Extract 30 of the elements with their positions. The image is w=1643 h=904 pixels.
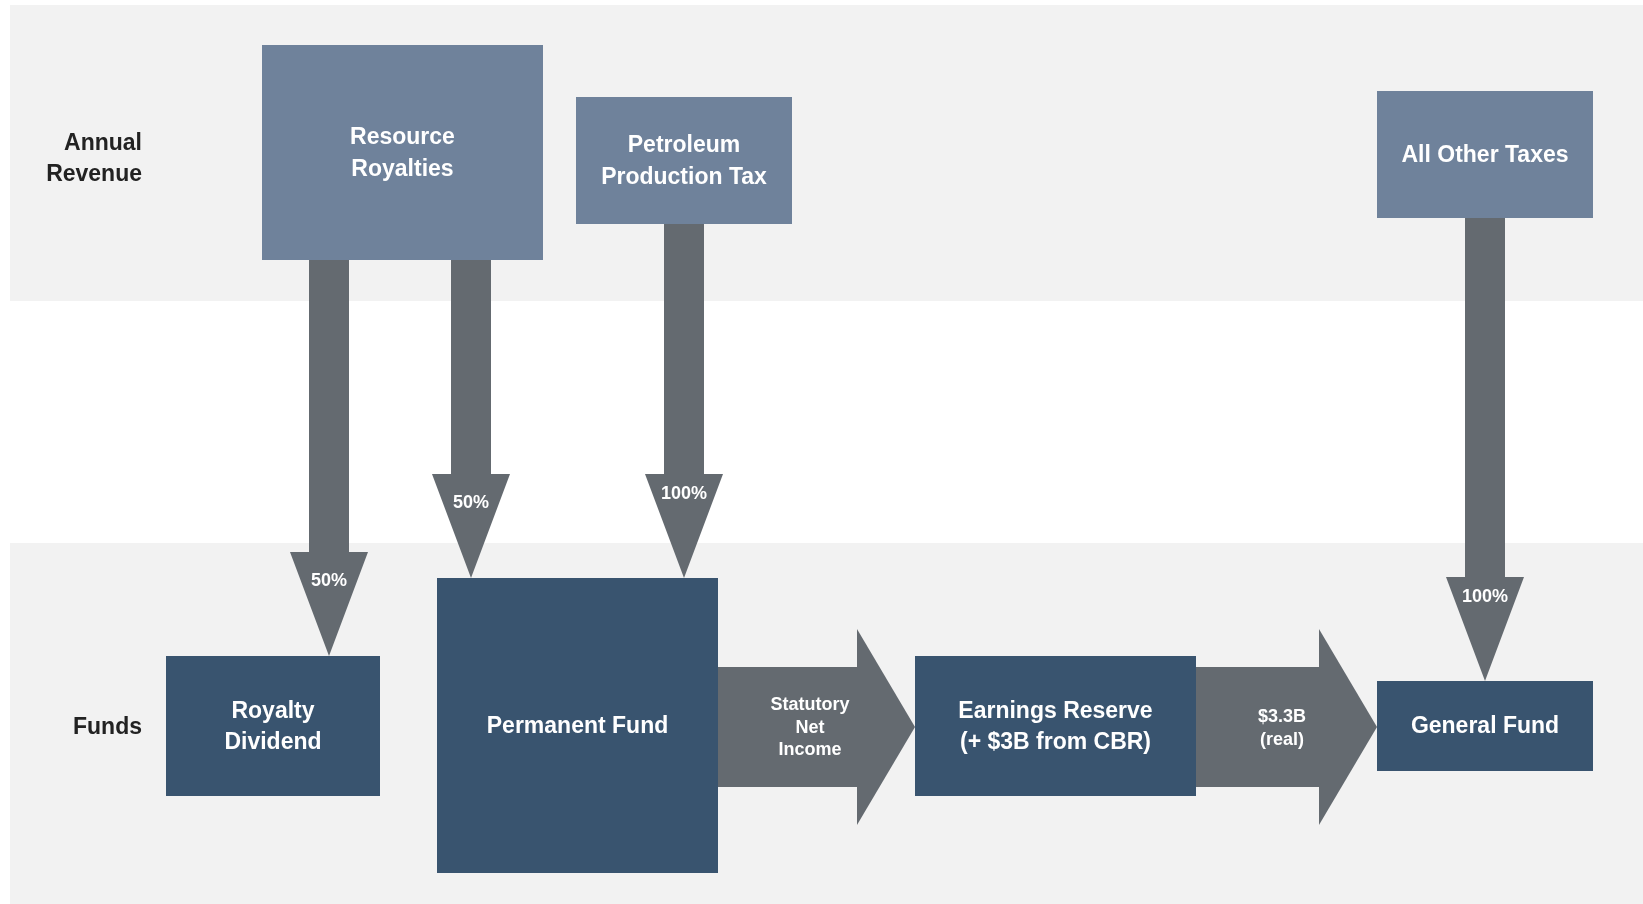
block-arrow <box>432 260 510 578</box>
edge-label: 50% <box>310 568 348 592</box>
box-label: Royalty Dividend <box>223 695 323 756</box>
box-label: All Other Taxes <box>1401 139 1569 169</box>
block-arrow <box>645 224 723 578</box>
row-heading: Funds <box>72 712 142 741</box>
box-label: Permanent Fund <box>486 710 669 740</box>
band-background <box>10 543 1643 904</box>
box-label: Resource Royalties <box>349 122 456 183</box>
revenue-box <box>262 45 543 260</box>
edge-label: Statutory Net Income <box>769 693 851 761</box>
block-arrow <box>290 260 368 656</box>
row-heading: Annual Revenue <box>45 128 142 189</box>
edge-label: 50% <box>452 490 490 514</box>
fund-box <box>166 656 380 796</box>
block-arrow <box>718 629 915 825</box>
fund-box <box>1377 681 1593 771</box>
edge-label: 100% <box>1460 584 1509 608</box>
band-background <box>10 5 1643 301</box>
revenue-box <box>576 97 792 224</box>
box-label: Earnings Reserve (+ $3B from CBR) <box>957 695 1154 756</box>
fund-box <box>437 578 718 873</box>
box-label: Petroleum Production Tax <box>600 130 768 191</box>
edge-label: $3.3B (real) <box>1256 704 1307 750</box>
block-arrow <box>1446 218 1524 681</box>
revenue-box <box>1377 91 1593 218</box>
fund-box <box>915 656 1196 796</box>
block-arrow <box>1196 629 1377 825</box>
edge-label: 100% <box>659 481 708 505</box>
box-label: General Fund <box>1410 711 1560 741</box>
